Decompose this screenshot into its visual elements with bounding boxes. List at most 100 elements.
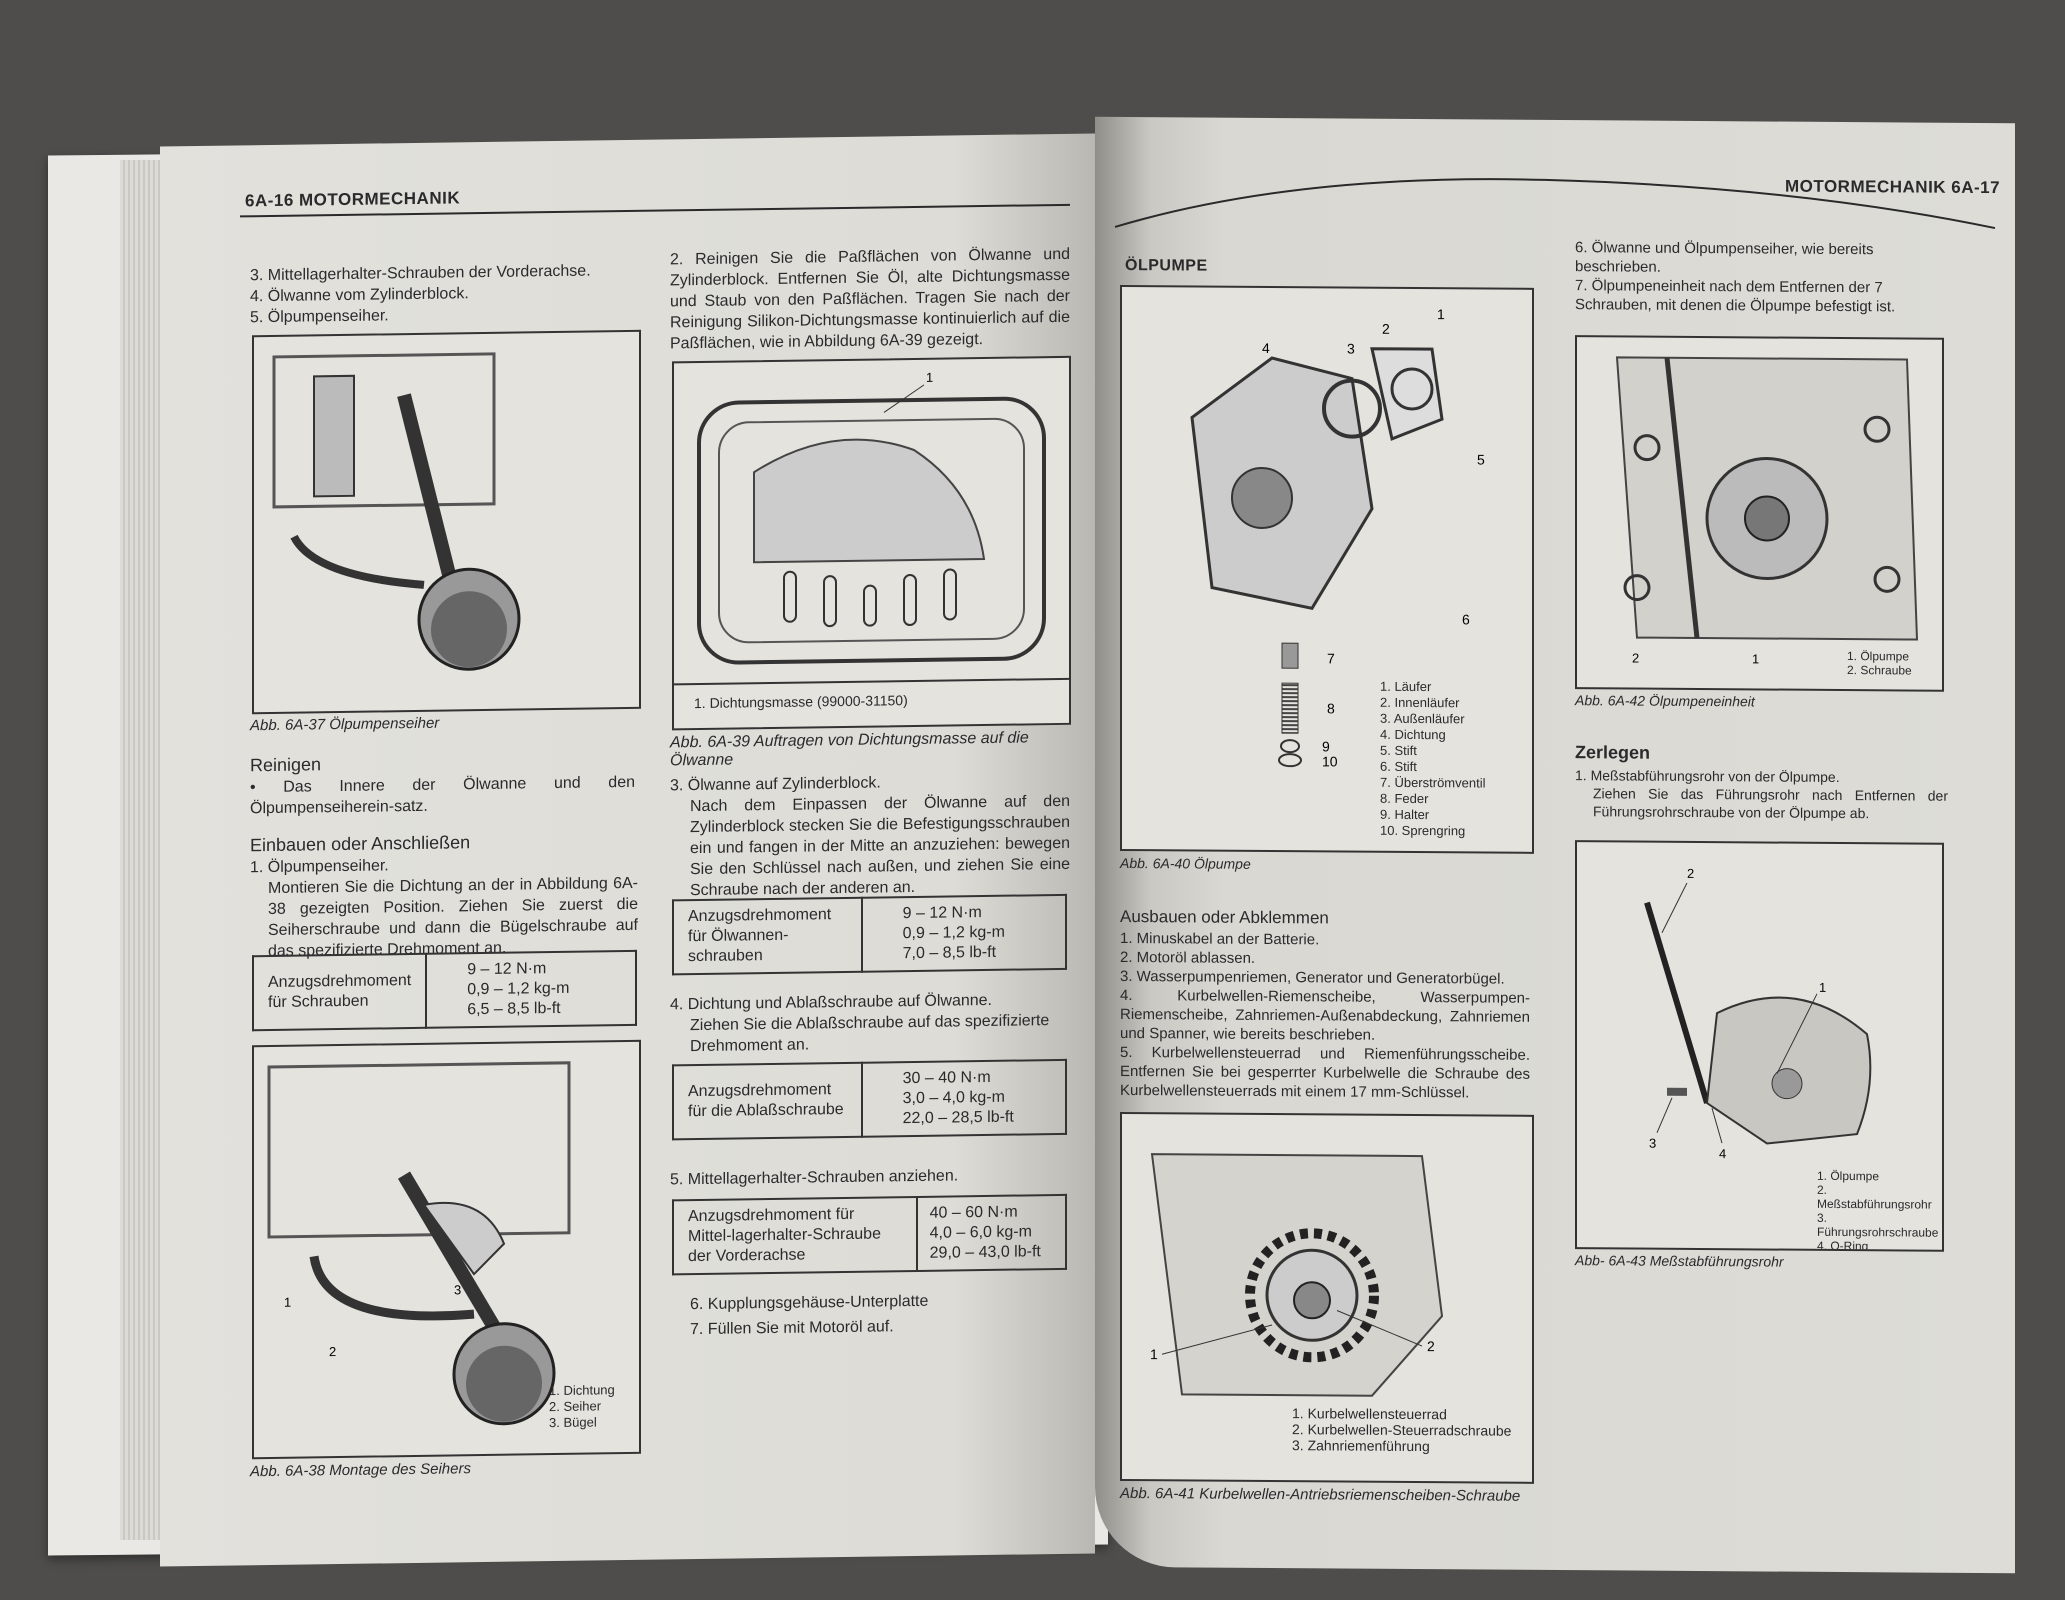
step-5-title: 5. Mittellagerhalter-Schrauben anziehen.	[670, 1167, 959, 1189]
figure-6a-42: 2 1 1. Ölpumpe 2. Schraube	[1575, 335, 1944, 692]
step-7: 7. Füllen Sie mit Motoröl auf.	[690, 1318, 894, 1339]
legend-item: 3. Außenläufer	[1380, 710, 1465, 727]
list-item: 5. Kurbelwellensteuerrad und Riemenführu…	[1120, 1043, 1530, 1102]
torque-value: 30 – 40 N·m	[902, 1068, 991, 1088]
callout: 4	[1719, 1146, 1726, 1161]
torque-table-oil-pan: Anzugsdrehmoment für Ölwannen-schrauben …	[672, 894, 1067, 976]
legend-item: 4. O-Ring	[1817, 1238, 1869, 1252]
reinigen-text: • Das Innere der Ölwanne und den Ölpumpe…	[250, 773, 635, 818]
legend-item: 1. Kurbelwellensteuerrad	[1292, 1405, 1447, 1423]
legend-item: 6. Stift	[1380, 758, 1417, 775]
figure-caption: Abb. 6A-40 Ölpumpe	[1120, 854, 1251, 872]
step-3-title: 3. Ölwanne auf Zylinderblock.	[670, 774, 881, 795]
legend-item: 2. Schraube	[1847, 663, 1912, 678]
header-rule	[1114, 178, 1996, 230]
legend-item: 7. Überströmventil	[1380, 774, 1486, 791]
list-item: 7. Ölpumpeneinheit nach dem Entfernen de…	[1575, 277, 1896, 316]
callout: 3	[1347, 341, 1355, 357]
legend-item: 8. Feder	[1380, 790, 1429, 807]
torque-value: 3,0 – 4,0 kg-m	[902, 1088, 1005, 1108]
legend-item: 1. Läufer	[1380, 678, 1432, 695]
figure-caption: Abb. 6A-37 Ölpumpenseiher	[250, 714, 440, 735]
torque-table-drain-plug: Anzugsdrehmoment für die Ablaßschraube 3…	[672, 1059, 1067, 1141]
legend-item: 3. Bügel	[549, 1414, 597, 1431]
torque-label: Anzugsdrehmoment für Schrauben	[253, 953, 427, 1031]
torque-value: 22,0 – 28,5 lb-ft	[902, 1108, 1014, 1128]
legend-item: 9. Halter	[1380, 806, 1430, 823]
torque-value: 6,5 – 8,5 lb-ft	[467, 999, 561, 1019]
figure-6a-38: 1 2 3 1. Dichtung 2. Seiher 3. Bügel	[252, 1039, 641, 1460]
dipstick-tube-illustration: 2 1 3 4	[1644, 866, 1872, 1161]
legend-item: 1. Dichtung	[549, 1382, 615, 1399]
zerlegen-text: Ziehen Sie das Führungsrohr nach Entfern…	[1593, 785, 1948, 822]
figure-6a-37	[252, 329, 641, 715]
callout: 1	[1819, 980, 1826, 995]
left-page-header: 6A-16 MOTORMECHANIK	[245, 188, 461, 211]
callout: 2	[1632, 651, 1639, 666]
torque-table-bearing-holder: Anzugsdrehmoment für Mittel-lagerhalter-…	[672, 1194, 1067, 1276]
removal-list-cont: 6. Ölwanne und Ölpumpenseiher, wie berei…	[1575, 238, 1955, 317]
step-3-text: Nach dem Einpassen der Ölwanne auf den Z…	[690, 792, 1070, 900]
legend-item: 1. Ölpumpe	[1817, 1168, 1880, 1184]
torque-value: 7,0 – 8,5 lb-ft	[902, 943, 997, 963]
legend-item: 2. Meßstabführungsrohr	[1817, 1182, 1932, 1212]
legend-item: 2. Innenläufer	[1380, 694, 1460, 711]
removal-list: 3. Mittellagerhalter-Schrauben der Vorde…	[250, 260, 640, 328]
figure-legend: 1. Läufer 2. Innenläufer 3. Außenläufer …	[1380, 679, 1485, 840]
oil-pump-exploded-illustration: 1 2 3 4 5 6 7 8 9 10	[1190, 306, 1485, 769]
figure-legend: 1. Dichtungsmasse (99000-31150)	[694, 692, 908, 712]
ausbauen-list: 1. Minuskabel an der Batterie. 2. Motorö…	[1120, 929, 1530, 1103]
torque-value: 9 – 12 N·m	[467, 960, 547, 979]
right-page: MOTORMECHANIK 6A-17 ÖLPUMPE 1 2 3 4 5 6 …	[1095, 116, 2015, 1574]
callout: 4	[1262, 340, 1270, 356]
legend-item: 1. Ölpumpe	[1847, 649, 1910, 664]
torque-value: 0,9 – 1,2 kg-m	[902, 923, 1005, 943]
callout: 1	[1437, 306, 1445, 322]
legend-item: 3. Zahnriemenführung	[1292, 1437, 1430, 1455]
einbauen-item: 1. Ölpumpenseiher.	[250, 857, 389, 877]
callout: 9	[1322, 738, 1330, 754]
callout: 2	[1382, 321, 1390, 337]
callout: 7	[1327, 650, 1335, 666]
callout: 2	[1687, 866, 1694, 881]
figure-caption: Abb. 6A-41 Kurbelwellen-Antriebsriemensc…	[1120, 1484, 1521, 1505]
callout: 3	[454, 1282, 461, 1297]
figure-legend: 1. Dichtung 2. Seiher 3. Bügel	[549, 1382, 615, 1431]
einbauen-text: Montieren Sie die Dichtung an der in Abb…	[268, 874, 638, 961]
callout: 1	[1752, 651, 1759, 666]
torque-value: 0,9 – 1,2 kg-m	[467, 979, 570, 999]
callout: 2	[329, 1344, 336, 1359]
list-item: 4. Kurbelwellen-Riemenscheibe, Wasserpum…	[1120, 986, 1530, 1044]
legend-item: 2. Kurbelwellen-Steuerradschraube	[1292, 1421, 1512, 1439]
step-6: 6. Kupplungsgehäuse-Unterplatte	[690, 1292, 929, 1314]
step-2-text: 2. Reinigen Sie die Paßflächen von Ölwan…	[670, 245, 1070, 353]
legend-item: 4. Dichtung	[1380, 726, 1446, 743]
torque-label: Anzugsdrehmoment für die Ablaßschraube	[673, 1062, 862, 1140]
list-item: 6. Ölwanne und Ölpumpenseiher, wie berei…	[1575, 239, 1874, 276]
torque-value: 4,0 – 6,0 kg-m	[929, 1223, 1032, 1242]
figure-caption: Abb. 6A-38 Montage des Seihers	[250, 1460, 471, 1481]
oil-strainer-illustration	[272, 352, 521, 671]
figure-6a-41: 1 2 1. Kurbelwellensteuerrad 2. Kurbelwe…	[1120, 1111, 1534, 1484]
strainer-mounting-illustration: 1 2 3	[267, 1061, 571, 1426]
oil-pan-illustration: 1	[697, 370, 1046, 665]
legend-item: 10. Sprengring	[1380, 822, 1466, 839]
section-heading-reinigen: Reinigen	[250, 754, 322, 776]
legend-item: 5. Stift	[1380, 742, 1417, 759]
torque-label: Anzugsdrehmoment für Mittel-lagerhalter-…	[673, 1196, 917, 1275]
figure-6a-40: 1 2 3 4 5 6 7 8 9 10 1. Läufer 2. Innenl…	[1120, 284, 1534, 854]
zerlegen-item: 1. Meßstabführungsrohr von der Ölpumpe.	[1575, 767, 1840, 785]
figure-caption: Abb. 6A-42 Ölpumpeneinheit	[1575, 692, 1755, 710]
figure-caption: Abb- 6A-43 Meßstabführungsrohr	[1575, 1252, 1784, 1270]
torque-value: 9 – 12 N·m	[902, 904, 982, 923]
legend-item: 2. Seiher	[549, 1398, 602, 1415]
figure-6a-39: 1 1. Dichtungsmasse (99000-31150)	[672, 355, 1071, 731]
section-heading-zerlegen: Zerlegen	[1575, 742, 1651, 763]
list-item: 5. Ölpumpenseiher.	[250, 307, 389, 327]
figure-legend: 1. Kurbelwellensteuerrad 2. Kurbelwellen…	[1292, 1405, 1511, 1455]
oil-pump-unit-illustration: 2 1	[1615, 356, 1919, 666]
step-4-text: Ziehen Sie die Ablaßschraube auf das spe…	[690, 1012, 1050, 1056]
crankshaft-gear-illustration: 1 2	[1150, 1153, 1444, 1397]
callout: 3	[1649, 1136, 1656, 1151]
callout: 1	[1150, 1346, 1158, 1362]
